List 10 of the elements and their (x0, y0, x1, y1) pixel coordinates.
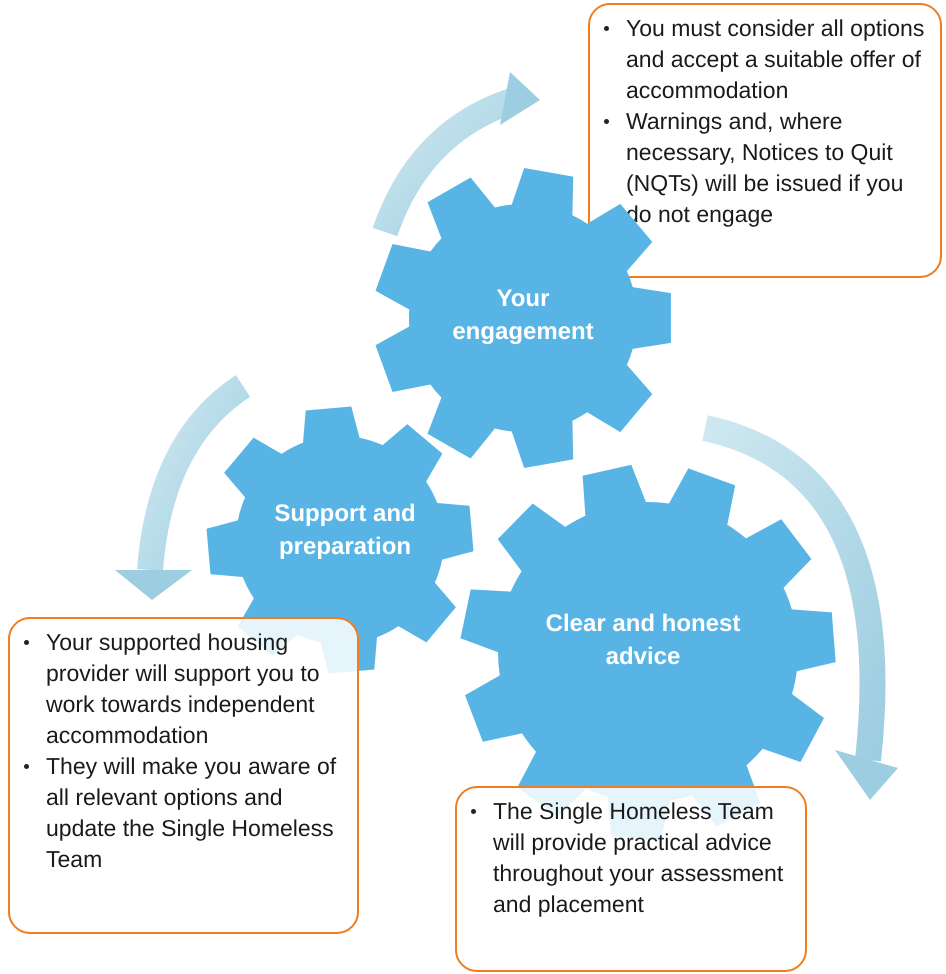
gear-label: Your engagement (451, 284, 595, 347)
bullet-text: They will make you aware of all relevant options and update the Single Homeless Team (46, 752, 338, 874)
gear-label: Clear and honest advice (544, 609, 742, 672)
callout-box (8, 617, 359, 934)
bullet-text: You must consider all options and accept a suitable offer of accommodation (626, 14, 926, 105)
callout-box (455, 786, 807, 972)
gear-label: Support and preparation (273, 499, 417, 562)
callout-box (588, 3, 942, 278)
bullet-text: Your supported housing provider will support you to work towards independent accommodation (46, 628, 321, 750)
bullet-text: The Single Homeless Team will provide practical advice throughout your assessment and placement (493, 797, 784, 919)
